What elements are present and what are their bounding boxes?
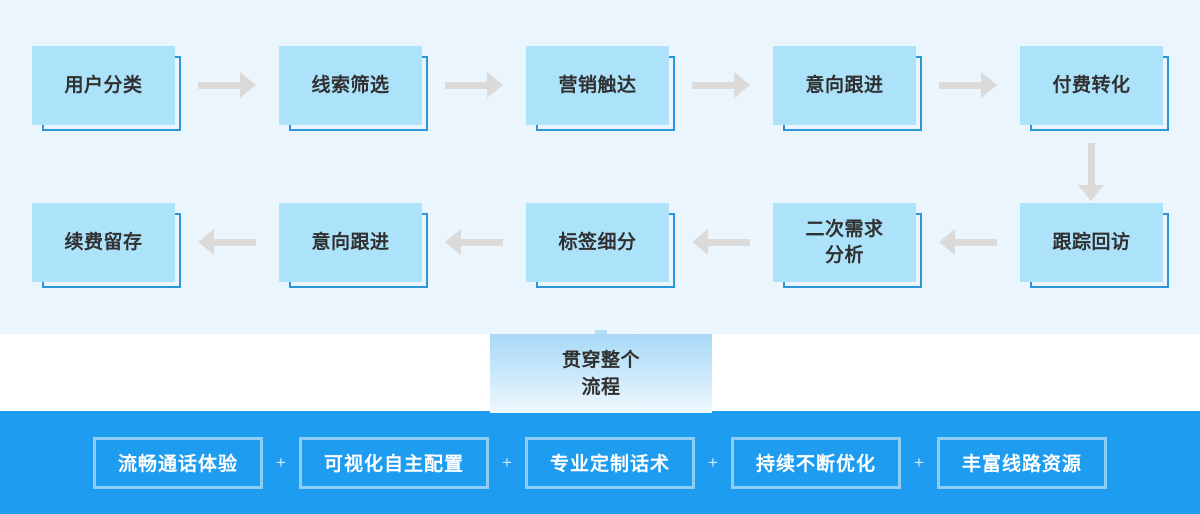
plus-separator-icon-2: + [502, 452, 512, 472]
flow-node-label: 意向跟进 [805, 74, 884, 96]
feature-pill-2[interactable]: 可视化自主配置 [298, 436, 489, 489]
center-card-label: 贯穿整个 流程 [561, 349, 640, 398]
flow-node-label: 用户分类 [64, 74, 143, 96]
flow-node-row2-2[interactable]: 意向跟进 [279, 203, 428, 288]
arrow-head [240, 72, 256, 98]
arrow-shaft [1088, 143, 1095, 185]
flow-node-row2-1[interactable]: 续费留存 [32, 203, 181, 288]
flow-node-row1-4[interactable]: 意向跟进 [773, 46, 922, 131]
flow-node-row2-3[interactable]: 标签细分 [526, 203, 675, 288]
arrow-left-icon-row2-4 [939, 229, 997, 255]
feature-pill-label: 可视化自主配置 [323, 454, 464, 475]
arrow-head [939, 229, 955, 255]
node-fill: 线索筛选 [279, 46, 422, 125]
arrow-head [1078, 185, 1104, 201]
arrow-shaft [708, 239, 750, 246]
node-fill: 意向跟进 [279, 203, 422, 282]
flow-node-row2-5[interactable]: 跟踪回访 [1020, 203, 1169, 288]
flow-node-row1-3[interactable]: 营销触达 [526, 46, 675, 131]
flow-node-label: 二次需求 分析 [805, 218, 884, 266]
node-fill: 二次需求 分析 [773, 203, 916, 282]
feature-pill-1[interactable]: 流畅通话体验 [92, 436, 263, 489]
arrow-shaft [461, 239, 503, 246]
arrow-shaft [214, 239, 256, 246]
arrow-head [692, 229, 708, 255]
center-card-notch [595, 330, 607, 335]
feature-pill-label: 丰富线路资源 [962, 454, 1083, 475]
plus-separator-icon-1: + [276, 452, 286, 472]
flow-node-label: 付费转化 [1052, 74, 1131, 96]
node-fill: 标签细分 [526, 203, 669, 282]
flow-node-row1-5[interactable]: 付费转化 [1020, 46, 1169, 131]
center-summary-card[interactable]: 贯穿整个 流程 [490, 334, 712, 413]
arrow-head [734, 72, 750, 98]
arrow-left-icon-row2-2 [445, 229, 503, 255]
feature-pill-row: 流畅通话体验 + 可视化自主配置 + 专业定制话术 + 持续不断优化 + 丰富线… [0, 411, 1200, 514]
plus-separator-icon-4: + [914, 452, 924, 472]
node-fill: 营销触达 [526, 46, 669, 125]
arrow-right-icon-row1-4 [939, 72, 997, 98]
flow-node-label: 续费留存 [64, 231, 143, 253]
plus-separator-icon-3: + [708, 452, 718, 472]
node-fill: 付费转化 [1020, 46, 1163, 125]
arrow-head [981, 72, 997, 98]
node-fill: 续费留存 [32, 203, 175, 282]
flow-node-label: 标签细分 [558, 231, 637, 253]
arrow-right-icon-row1-3 [692, 72, 750, 98]
arrow-down-icon-column [1078, 143, 1104, 201]
flow-node-label: 营销触达 [558, 74, 637, 96]
feature-pill-label: 持续不断优化 [756, 454, 877, 475]
flow-node-row1-1[interactable]: 用户分类 [32, 46, 181, 131]
node-fill: 意向跟进 [773, 46, 916, 125]
flow-node-label: 跟踪回访 [1052, 231, 1131, 253]
node-fill: 跟踪回访 [1020, 203, 1163, 282]
feature-pill-5[interactable]: 丰富线路资源 [937, 436, 1108, 489]
arrow-left-icon-row2-3 [692, 229, 750, 255]
arrow-shaft [445, 82, 487, 89]
node-fill: 用户分类 [32, 46, 175, 125]
feature-pill-label: 流畅通话体验 [117, 454, 238, 475]
arrow-head [445, 229, 461, 255]
feature-pill-label: 专业定制话术 [549, 454, 670, 475]
bottom-band-background [0, 411, 1200, 514]
feature-pill-4[interactable]: 持续不断优化 [731, 436, 902, 489]
flow-node-label: 线索筛选 [311, 74, 390, 96]
arrow-shaft [955, 239, 997, 246]
feature-pill-3[interactable]: 专业定制话术 [524, 436, 695, 489]
arrow-shaft [939, 82, 981, 89]
flow-node-row2-4[interactable]: 二次需求 分析 [773, 203, 922, 288]
flow-node-row1-2[interactable]: 线索筛选 [279, 46, 428, 131]
arrow-head [487, 72, 503, 98]
arrow-shaft [198, 82, 240, 89]
arrow-right-icon-row1-2 [445, 72, 503, 98]
arrow-left-icon-row2-1 [198, 229, 256, 255]
arrow-head [198, 229, 214, 255]
flow-node-label: 意向跟进 [311, 231, 390, 253]
arrow-shaft [692, 82, 734, 89]
arrow-right-icon-row1-1 [198, 72, 256, 98]
